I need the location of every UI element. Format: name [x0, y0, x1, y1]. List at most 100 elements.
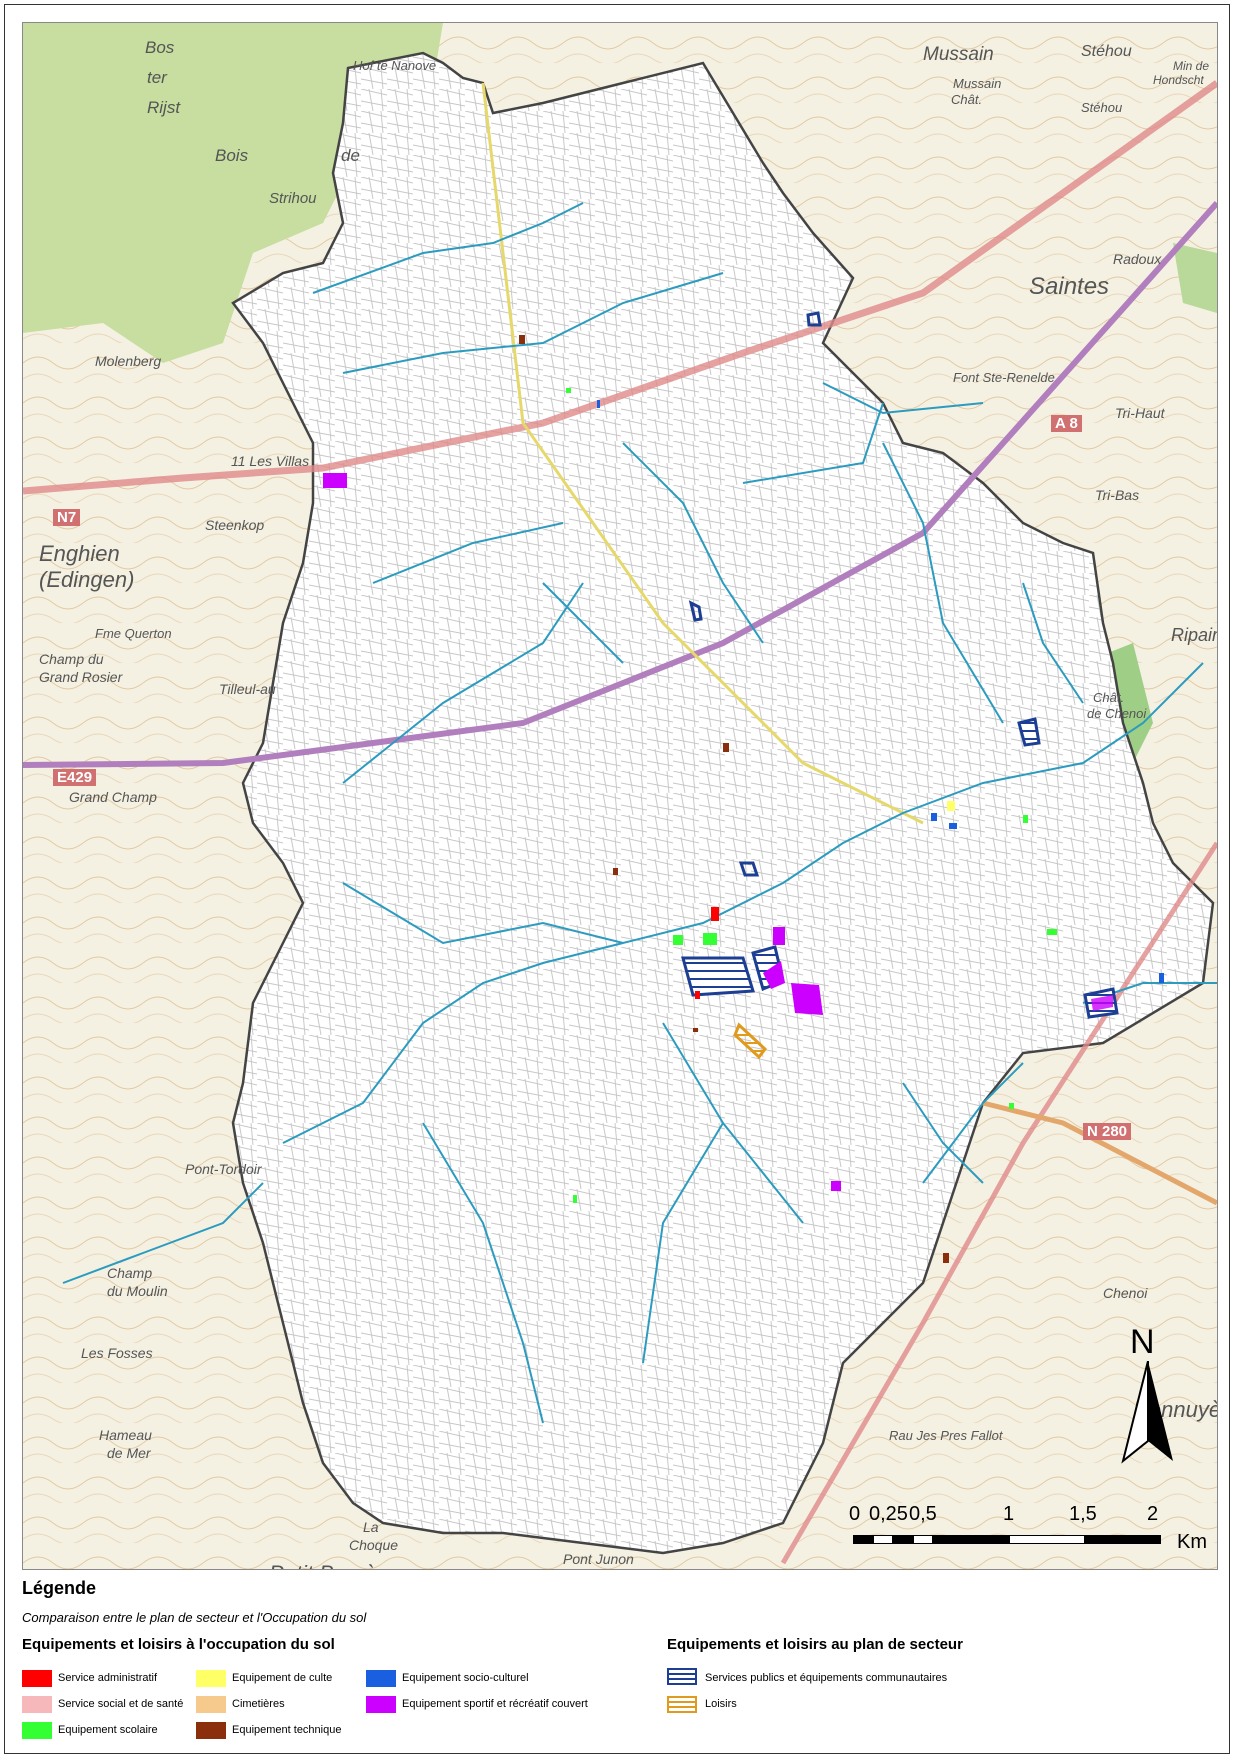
place-label: La — [363, 1519, 379, 1535]
legend-swatch — [366, 1696, 396, 1713]
scale-segment — [913, 1535, 933, 1544]
scale-tick: 2 — [1147, 1503, 1159, 1525]
scale-tick: 1,5 — [1069, 1503, 1097, 1525]
feature-scolaire[interactable] — [573, 1195, 577, 1203]
place-label: Tri-Haut — [1115, 405, 1165, 421]
road-label: N7 — [53, 509, 81, 526]
place-label: Pont Junon — [563, 1551, 634, 1567]
feature-sport[interactable] — [323, 473, 347, 488]
place-label: Petit Bruyère — [269, 1561, 396, 1569]
place-label: 11 Les Villas — [231, 453, 310, 469]
place-label: Hameau — [99, 1427, 152, 1443]
legend-swatch — [366, 1670, 396, 1687]
place-label: Mussain — [923, 44, 994, 65]
map-drawing — [23, 23, 1217, 1569]
place-label: Strihou — [269, 190, 317, 207]
north-letter: N — [1130, 1323, 1155, 1361]
place-label: Enghien — [39, 541, 120, 566]
feature-sport[interactable] — [763, 961, 785, 989]
feature-technique[interactable] — [519, 335, 525, 344]
scale-segment — [853, 1535, 873, 1544]
plan-services-zone[interactable] — [681, 956, 755, 997]
place-label: Mussain — [953, 76, 1002, 91]
place-label: Tilleul-au — [219, 681, 276, 697]
road-label: E429 — [53, 769, 97, 786]
legend-swatch — [196, 1722, 226, 1739]
scale-tick: 0 — [849, 1503, 861, 1525]
scale-unit: Km — [1177, 1531, 1207, 1553]
place-label: du Moulin — [107, 1283, 168, 1299]
feature-sport[interactable] — [791, 983, 823, 1015]
scale-segment — [873, 1535, 893, 1544]
place-label: Champ du — [39, 651, 104, 667]
legend-swatch — [196, 1696, 226, 1713]
scale-segment — [933, 1535, 1009, 1544]
scale-bar: 0 0,25 0,5 1 1,5 2 Km — [849, 1503, 1213, 1563]
feature-admin[interactable] — [695, 991, 700, 999]
feature-socio[interactable] — [931, 813, 937, 821]
scale-segment — [1009, 1535, 1085, 1544]
feature-admin[interactable] — [711, 907, 719, 921]
feature-technique[interactable] — [693, 1028, 698, 1032]
road-label: A 8 — [1051, 415, 1082, 432]
feature-technique[interactable] — [613, 868, 618, 875]
legend-swatch — [22, 1670, 52, 1687]
feature-sport[interactable] — [773, 927, 785, 945]
legend-hatch-swatch — [667, 1668, 697, 1685]
feature-sport[interactable] — [1091, 995, 1113, 1011]
feature-socio[interactable] — [597, 400, 600, 408]
legend-title: Légende — [22, 1578, 97, 1598]
plan-loisirs-zone[interactable] — [733, 1022, 768, 1060]
place-label: Steenkop — [205, 517, 265, 533]
feature-scolaire[interactable] — [673, 935, 683, 945]
feature-sport[interactable] — [831, 1181, 841, 1191]
scale-tick: 0,5 — [909, 1503, 937, 1525]
feature-scolaire[interactable] — [703, 933, 717, 945]
place-label: Stéhou — [1081, 43, 1132, 60]
plan-services-zone[interactable] — [1017, 717, 1041, 747]
place-label: Rau Jes Pres Fallot — [889, 1428, 1003, 1443]
legend-label: Equipement scolaire — [58, 1724, 158, 1736]
place-label: ter — [147, 68, 167, 87]
plan-services-zone[interactable] — [806, 311, 822, 327]
feature-scolaire[interactable] — [1009, 1103, 1014, 1109]
map-frame — [4, 4, 1230, 1754]
legend-swatch — [196, 1670, 226, 1687]
road-label: N 280 — [1083, 1123, 1132, 1140]
legend-label: Equipement technique — [232, 1724, 342, 1736]
plan-services-zone[interactable] — [688, 600, 703, 622]
feature-technique[interactable] — [943, 1253, 949, 1263]
feature-technique[interactable] — [723, 743, 729, 752]
legend-label: Equipement socio-culturel — [402, 1672, 529, 1684]
legend-label: Cimetières — [232, 1698, 285, 1710]
legend-swatch — [22, 1696, 52, 1713]
place-label: Grand Champ — [69, 789, 157, 805]
feature-socio[interactable] — [1159, 973, 1164, 983]
scale-segment — [893, 1535, 913, 1544]
legend-subtitle: Comparaison entre le plan de secteur et … — [22, 1610, 367, 1625]
place-label: de Mer — [107, 1445, 151, 1461]
place-label: Chenoi — [1103, 1285, 1148, 1301]
place-label: Saintes — [1029, 273, 1110, 300]
scale-segment — [1085, 1535, 1161, 1544]
place-label: Chât. — [1093, 690, 1125, 705]
feature-scolaire[interactable] — [1023, 815, 1028, 823]
plan-services-zone[interactable] — [738, 861, 760, 877]
place-label: Ripain — [1171, 625, 1218, 645]
legend-label: Equipement de culte — [232, 1672, 333, 1684]
feature-socio[interactable] — [949, 823, 957, 829]
place-label: Molenberg — [95, 353, 162, 369]
feature-culte[interactable] — [947, 801, 955, 811]
legend-label: Services publics et équipements communau… — [705, 1672, 948, 1684]
place-label: Bois — [215, 146, 249, 165]
place-label: Bos — [145, 38, 175, 57]
scale-tick: 1 — [1003, 1503, 1015, 1525]
legend-group-occupation: Equipements et loisirs à l'occupation du… — [22, 1636, 335, 1653]
legend-label: Service social et de santé — [58, 1698, 184, 1710]
feature-scolaire[interactable] — [1047, 929, 1057, 935]
north-arrow: N — [1118, 1323, 1178, 1464]
feature-scolaire[interactable] — [566, 388, 571, 393]
place-label: de Chenoi — [1087, 706, 1147, 721]
legend-group-plan: Equipements et loisirs au plan de secteu… — [667, 1636, 963, 1653]
